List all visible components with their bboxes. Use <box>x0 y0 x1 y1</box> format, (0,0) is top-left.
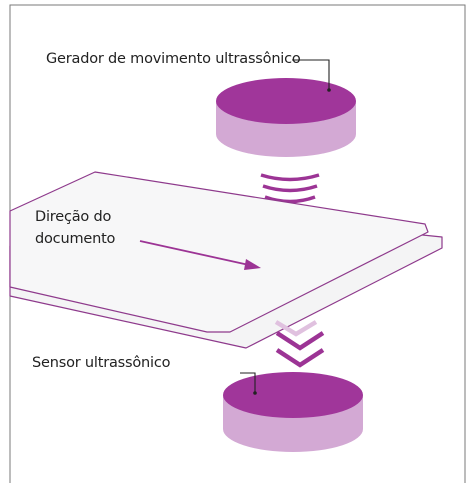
document-direction-label-line2: documento <box>35 231 116 247</box>
leader-lines <box>240 59 331 395</box>
generator-label: Gerador de movimento ultrassônico <box>46 51 301 67</box>
sensor-disc-icon <box>223 372 363 452</box>
sound-wave-through-paper-icon <box>274 320 318 337</box>
sensor-leader-line <box>240 372 256 393</box>
generator-leader-line <box>292 59 330 90</box>
sound-wave-icon <box>260 173 320 204</box>
sensor-label: Sensor ultrassônico <box>32 355 171 371</box>
transmitted-wave-icon <box>275 331 325 368</box>
generator-disc-icon <box>216 78 356 157</box>
document-direction-label: Direção do documento <box>35 206 115 250</box>
document-sheet-front <box>9 171 429 333</box>
document-direction-label-line1: Direção do <box>35 209 112 225</box>
direction-arrow-icon <box>139 240 261 270</box>
